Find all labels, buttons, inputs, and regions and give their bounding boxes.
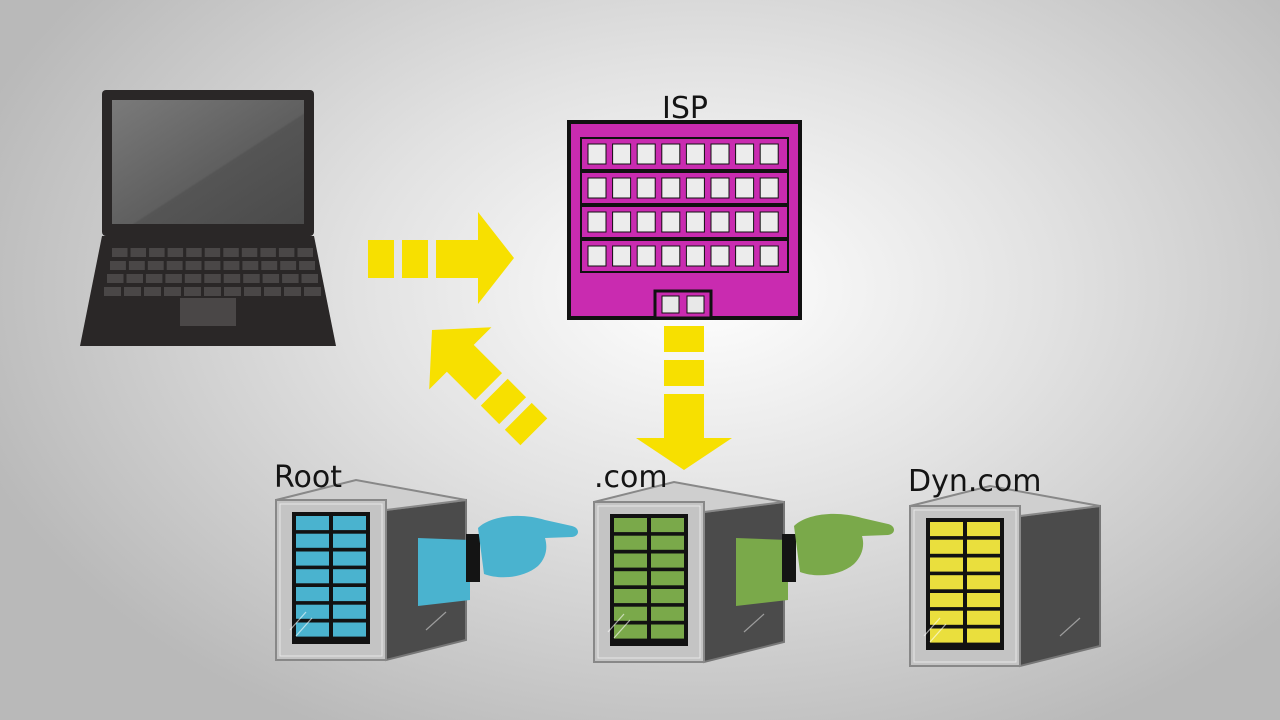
- dyn-label: Dyn.com: [908, 464, 1042, 499]
- pointing-hand-icon: [736, 513, 894, 606]
- arrow-isp-to-com: [636, 326, 732, 470]
- laptop-icon: [80, 90, 336, 346]
- arrow-laptop-to-isp: [368, 212, 514, 304]
- root-server-icon: [275, 478, 467, 662]
- arrow-isp-to-root: [429, 327, 548, 446]
- dyn-server-icon: [909, 484, 1101, 668]
- com-label: .com: [594, 460, 668, 495]
- root-label: Root: [274, 460, 342, 495]
- isp-building-icon: [567, 120, 802, 320]
- pointing-hand-icon: [418, 515, 578, 606]
- isp-label: ISP: [662, 91, 708, 126]
